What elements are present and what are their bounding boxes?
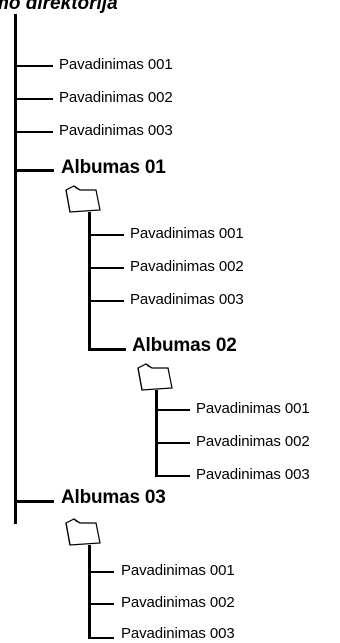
album01-label[interactable]: Albumas 01	[61, 157, 166, 178]
album01-item-connector-3	[90, 300, 124, 302]
album02-item-1[interactable]: Pavadinimas 001	[196, 400, 310, 417]
folder-icon[interactable]	[136, 362, 173, 391]
album03-item-connector-2	[90, 603, 114, 605]
root-folder-title: mo direktorija	[0, 0, 118, 14]
root-item-2[interactable]: Pavadinimas 002	[59, 89, 173, 106]
album01-trunk-line	[88, 212, 91, 351]
album03-item-connector-1	[90, 571, 114, 573]
album03-item-1[interactable]: Pavadinimas 001	[121, 562, 235, 579]
album03-label[interactable]: Albumas 03	[61, 487, 166, 508]
album03-item-3[interactable]: Pavadinimas 003	[121, 625, 235, 642]
root-trunk-line	[14, 14, 17, 524]
root-item-connector-2	[16, 98, 53, 100]
root-item-connector-1	[16, 65, 53, 67]
album03-item-connector-3	[90, 637, 114, 639]
root-item-connector-3	[16, 131, 53, 133]
folder-icon[interactable]	[64, 517, 101, 546]
album01-item-2[interactable]: Pavadinimas 002	[130, 258, 244, 275]
album01-item-3[interactable]: Pavadinimas 003	[130, 291, 244, 308]
album02-connector	[90, 348, 126, 351]
album03-trunk-line	[88, 545, 91, 639]
folder-icon[interactable]	[64, 184, 101, 213]
album02-label[interactable]: Albumas 02	[132, 335, 237, 356]
album02-item-3[interactable]: Pavadinimas 003	[196, 466, 310, 483]
album03-connector	[16, 500, 54, 503]
album01-item-connector-2	[90, 267, 124, 269]
album02-item-connector-3	[157, 475, 190, 477]
album01-item-connector-1	[90, 234, 124, 236]
album02-item-2[interactable]: Pavadinimas 002	[196, 433, 310, 450]
album02-item-connector-2	[157, 442, 190, 444]
root-item-3[interactable]: Pavadinimas 003	[59, 122, 173, 139]
album01-connector	[16, 169, 54, 172]
root-item-1[interactable]: Pavadinimas 001	[59, 56, 173, 73]
album01-item-1[interactable]: Pavadinimas 001	[130, 225, 244, 242]
album02-trunk-line	[155, 390, 158, 477]
album03-item-2[interactable]: Pavadinimas 002	[121, 594, 235, 611]
album02-item-connector-1	[157, 409, 190, 411]
